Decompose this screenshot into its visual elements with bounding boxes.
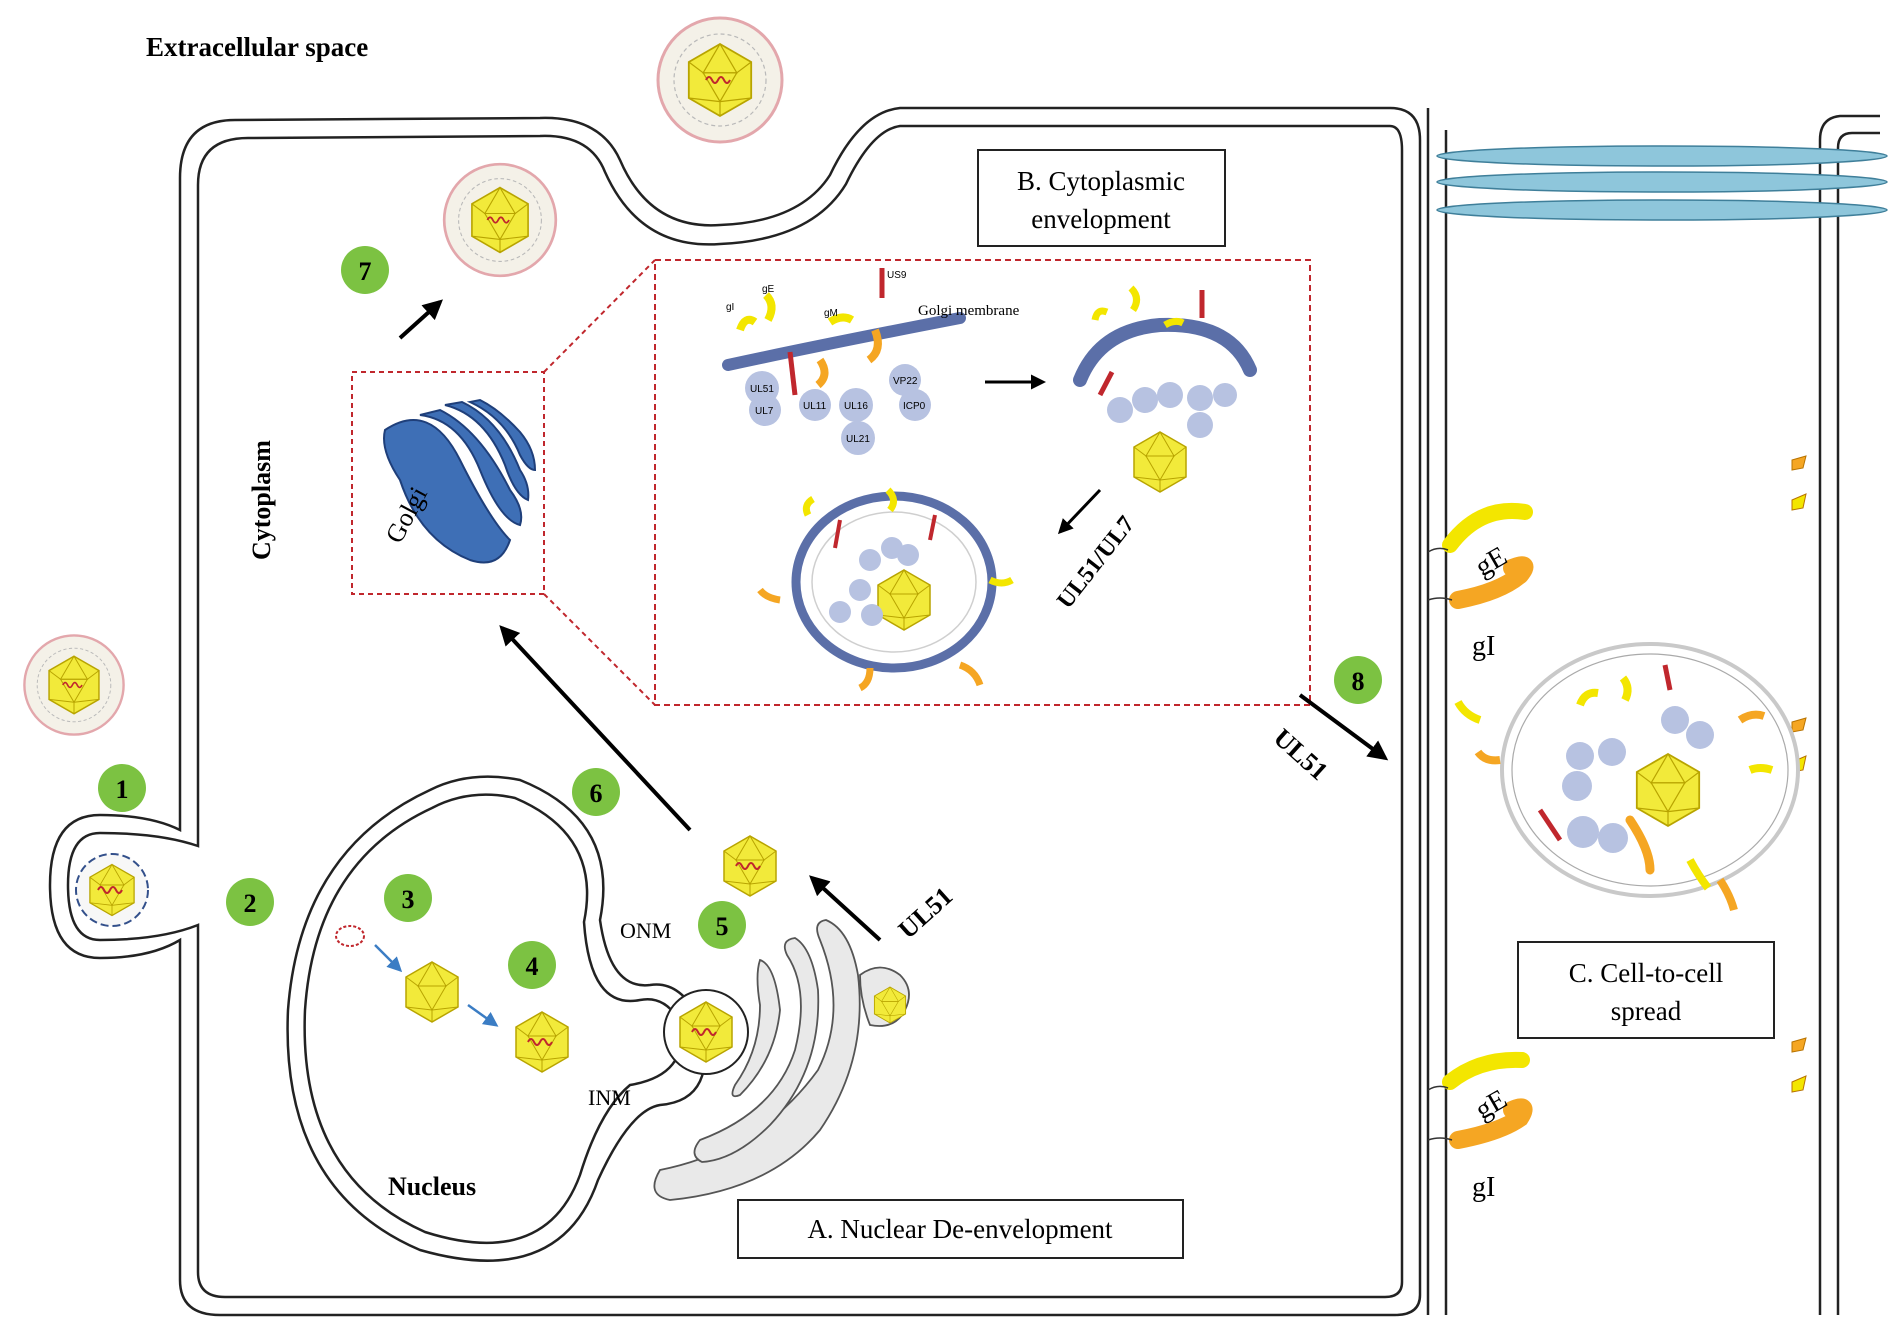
box-a-nuclear-de-envelopment xyxy=(737,1199,1184,1259)
box-c-line2: spread xyxy=(1611,996,1682,1026)
step-marker-4: 4 xyxy=(508,941,556,989)
step-marker-5: 5 xyxy=(698,901,746,949)
nucleus xyxy=(286,775,707,1262)
ul51-label-b: UL51 xyxy=(1268,723,1334,786)
step-number-6: 6 xyxy=(590,779,603,808)
protein-ul7 xyxy=(749,394,781,426)
box-c-cell-to-cell-spread xyxy=(1517,941,1775,1039)
ge-gi-complex-bottom xyxy=(1427,1051,1533,1149)
step-number-2: 2 xyxy=(244,889,257,918)
box-b-line2: envelopment xyxy=(1031,204,1171,234)
onm-label: ONM xyxy=(620,918,671,943)
protein-icp0 xyxy=(899,389,931,421)
filled-capsid-nucleus xyxy=(515,1011,569,1073)
ul51-label-a: UL51 xyxy=(893,881,959,944)
ge-tag: gE xyxy=(762,284,775,295)
us9-tag: US9 xyxy=(887,270,907,281)
protein-vp22 xyxy=(889,364,921,396)
inset-arrow-down-left xyxy=(1057,488,1102,535)
icp0-tag: ICP0 xyxy=(903,401,926,412)
protein-ul16 xyxy=(839,388,873,422)
golgi-apparatus xyxy=(383,398,537,564)
box-a-line1: A. Nuclear De-envelopment xyxy=(807,1214,1113,1244)
box-b-line1: B. Cytoplasmic xyxy=(1017,166,1185,196)
gi-label-top: gI xyxy=(1472,631,1495,662)
virion-entry xyxy=(24,635,123,734)
cell-membrane xyxy=(48,106,1422,1317)
step-number-5: 5 xyxy=(716,912,729,941)
arrow-release xyxy=(398,299,443,340)
arrow-ul51-spread xyxy=(1298,693,1389,761)
step-marker-2: 2 xyxy=(226,878,274,926)
zoom-line-bottom xyxy=(543,593,656,706)
neighbor-cell-membrane xyxy=(1426,108,1880,1315)
vp22-tag: VP22 xyxy=(893,376,918,387)
arrow-ul51-out xyxy=(809,875,882,942)
arrow-to-golgi xyxy=(499,625,692,832)
endocytosed-virion xyxy=(75,853,149,927)
extracellular-space-label: Extracellular space xyxy=(146,32,368,62)
golgi-membrane-strip: UL51 UL7 UL11 UL16 UL21 VP22 ICP0 US9 gM… xyxy=(722,268,966,455)
ul21-tag: UL21 xyxy=(846,434,870,445)
nucleus-label: Nucleus xyxy=(388,1172,476,1201)
step-marker-3: 3 xyxy=(384,874,432,922)
enveloped-vesicle xyxy=(757,487,1014,692)
step-number-8: 8 xyxy=(1352,667,1365,696)
virion-extracellular-top xyxy=(658,18,782,142)
tight-junctions xyxy=(1436,145,1888,221)
naked-dna xyxy=(335,925,365,947)
step-number-7: 7 xyxy=(359,257,372,286)
spread-vesicle xyxy=(1454,642,1800,912)
cytoplasm-label: Cytoplasm xyxy=(247,440,276,560)
ul7-tag: UL7 xyxy=(755,406,774,417)
dna-to-capsid-arrow xyxy=(374,944,403,973)
step-marker-8: 8 xyxy=(1334,656,1382,704)
zoom-line-top xyxy=(543,259,656,373)
perinuclear-vesicle xyxy=(663,989,749,1075)
ul16-tag: UL16 xyxy=(844,401,868,412)
gm-tag: gM xyxy=(824,308,838,319)
capsid-to-filled-arrow xyxy=(467,1003,499,1027)
step-marker-1: 1 xyxy=(98,764,146,812)
protein-ul11 xyxy=(799,389,831,421)
step-number-1: 1 xyxy=(116,775,129,804)
cytoplasmic-capsid xyxy=(723,835,777,897)
gi-label-bottom: gI xyxy=(1472,1172,1495,1203)
ul51-tag: UL51 xyxy=(750,384,774,395)
gi-tag: gI xyxy=(726,302,734,313)
box-b-cytoplasmic-envelopment xyxy=(977,149,1226,247)
step-marker-7: 7 xyxy=(341,246,389,294)
inm-label: INM xyxy=(588,1085,631,1110)
golgi-membrane-label: Golgi membrane xyxy=(918,303,1020,319)
box-c-line1: C. Cell-to-cell xyxy=(1569,958,1723,988)
ul11-tag: UL11 xyxy=(803,401,827,412)
ge-gi-complex-top xyxy=(1427,503,1534,609)
step-number-4: 4 xyxy=(526,952,539,981)
virion-released xyxy=(444,164,556,276)
step-marker-6: 6 xyxy=(572,768,620,816)
wrapping-membrane xyxy=(1073,285,1257,493)
step-number-3: 3 xyxy=(402,885,415,914)
protein-ul21 xyxy=(841,421,875,455)
empty-capsid xyxy=(405,961,459,1023)
